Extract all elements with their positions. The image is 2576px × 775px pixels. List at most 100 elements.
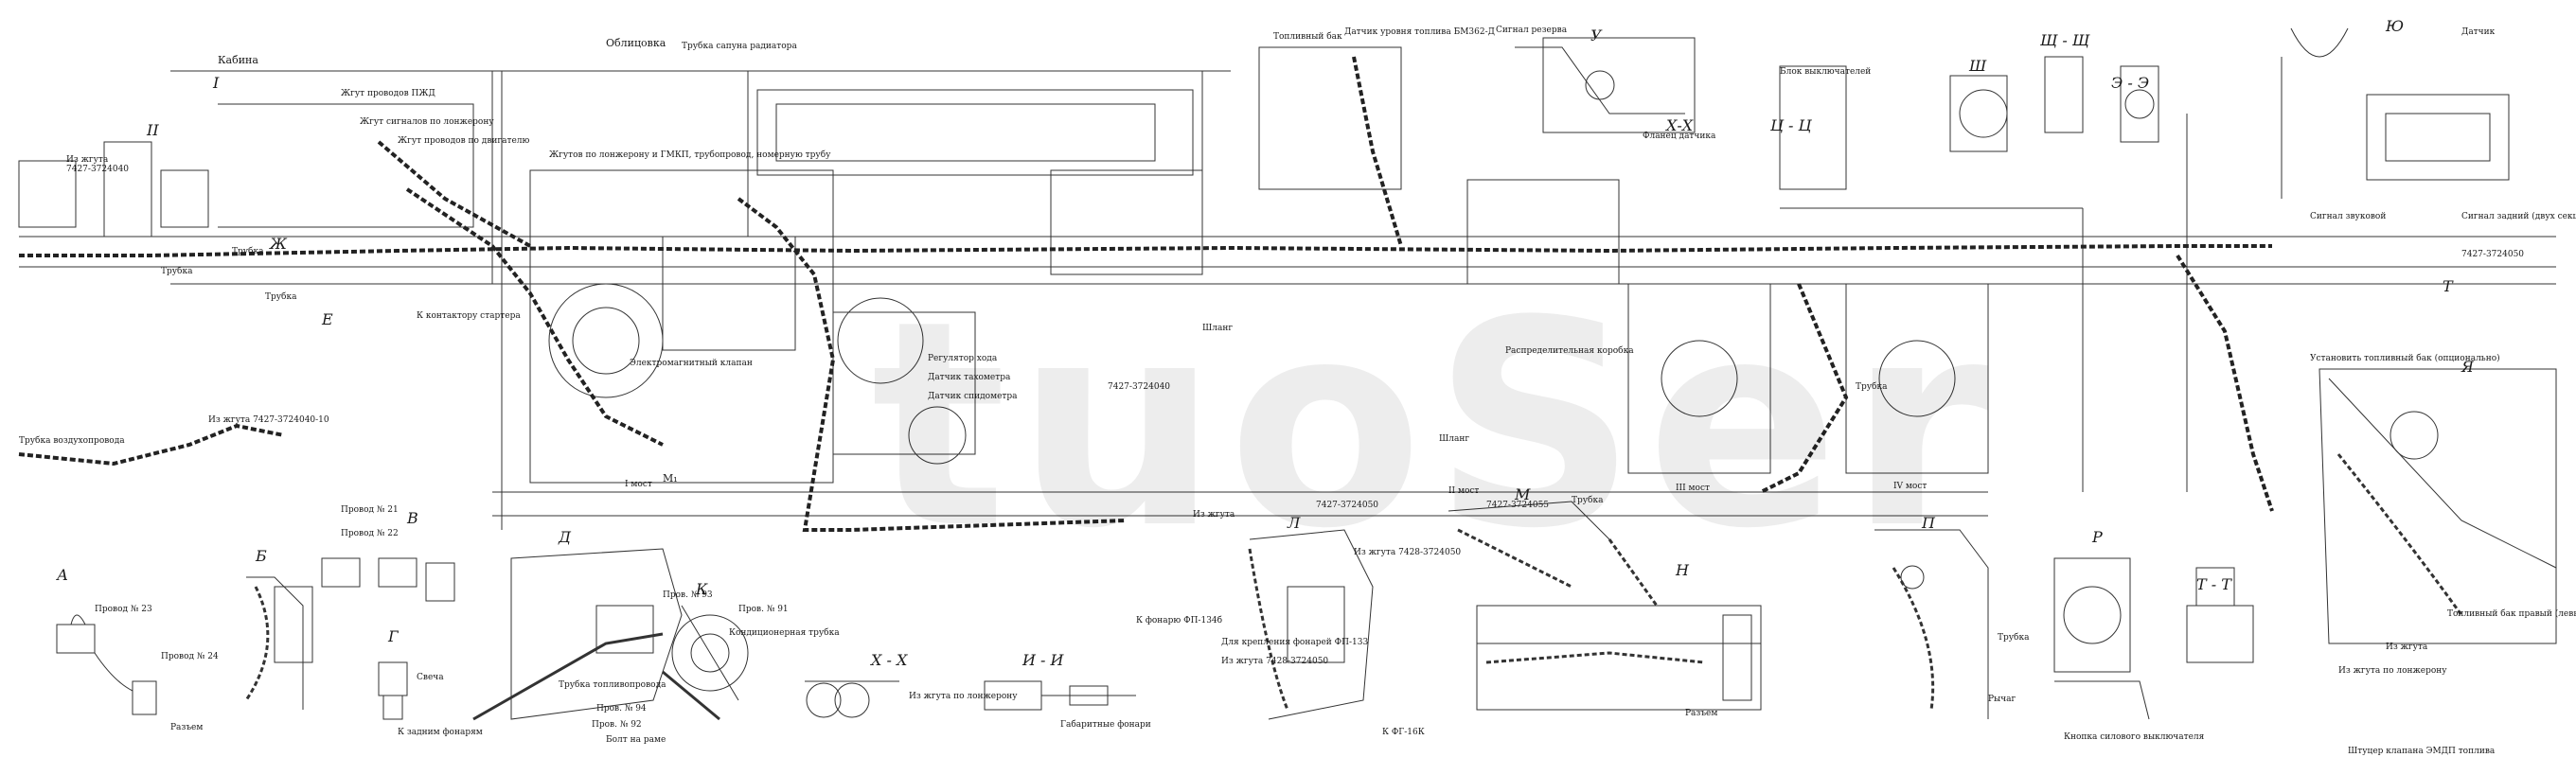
- label-fuel-tank-2: Топливный бак правый (левый см.вид): [2447, 609, 2576, 619]
- label-distributor-box: Распределительная коробка: [1505, 346, 1634, 356]
- section-TT: Т - Т: [2196, 575, 2231, 593]
- view-N: [1476, 605, 1762, 711]
- label-tube-1: Трубка: [232, 247, 264, 256]
- view-G: [378, 661, 408, 720]
- label-harness-engine: Жгут проводов по двигателю: [398, 136, 530, 146]
- label-wire-91: Пров. № 91: [738, 605, 789, 614]
- label-mark-iv: IV мост: [1893, 482, 1928, 491]
- label-harness-frame: Жгутов по лонжерону и ГМКП, трубопровод,…: [549, 150, 831, 160]
- label-code-2: 7427-3724040: [1108, 382, 1171, 392]
- pzd-harness: [377, 140, 531, 248]
- view-V: [321, 557, 455, 602]
- label-conditioner-pipe: Кондиционерная трубка: [729, 628, 840, 638]
- axle-outlines: [1050, 169, 1989, 474]
- label-rear-lights: Сигнал задний (двух секционный): [2461, 212, 2576, 221]
- label-from-harness-3: Из жгута: [1193, 510, 1235, 520]
- label-code-1: 7427-3724040: [66, 165, 130, 174]
- label-p-lever: Рычаг: [1988, 695, 2016, 704]
- section-G: Г: [388, 627, 399, 645]
- section-CC: Ц - Ц: [1770, 116, 1812, 134]
- label-tube-2: Трубка: [161, 267, 193, 276]
- label-mark-ii: II мост: [1448, 486, 1480, 496]
- chassis-frame: [19, 70, 2556, 530]
- label-harness-pzd: Жгут проводов ПЖД: [341, 89, 435, 98]
- label-candle: Свеча: [417, 673, 444, 682]
- label-tube-4: Трубка: [1856, 382, 1888, 392]
- section-K: К: [696, 580, 708, 598]
- section-N: Н: [1676, 561, 1689, 579]
- view-U: [1515, 37, 1696, 133]
- label-x-clamp: К ФГ-16К: [1382, 728, 1425, 737]
- label-harness-lights: Жгут сигналов по лонжерону: [360, 117, 494, 127]
- view-B: [244, 576, 313, 710]
- label-shtuzer: Штуцер клапана ЭМДП топлива: [2348, 747, 2496, 756]
- label-code-3: 7427-3724050: [1316, 501, 1379, 510]
- label-to-x-harness: Из жгута по лонжерону: [909, 692, 1018, 701]
- label-sensor-flange: Фланец датчика: [1643, 132, 1716, 141]
- label-fuel-tank: Топливный бак: [1273, 32, 1342, 42]
- section-U: У: [1590, 26, 1602, 44]
- cabin-outline: [170, 70, 493, 285]
- label-wire-21: Провод № 21: [341, 505, 399, 515]
- view-D: [472, 548, 683, 721]
- rear-harness: [1760, 283, 1849, 494]
- section-EE: Э - Э: [2111, 74, 2150, 92]
- label-to-headlamp: К задним фонарям: [398, 728, 483, 737]
- label-tube-5: Трубка: [1572, 496, 1604, 505]
- label-tach-sensor: Датчик тахометра: [928, 373, 1011, 382]
- view-I-left: [18, 141, 209, 238]
- main-harness: [19, 244, 2272, 257]
- label-wire-94: Пров. № 94: [596, 704, 647, 713]
- section-P: П: [1922, 514, 1935, 532]
- section-R: Р: [2092, 528, 2103, 546]
- section-L: Л: [1288, 514, 1301, 532]
- label-front-lamps: Для крепления фонарей ФП-133: [1221, 638, 1369, 647]
- label-radiator-pipe: Трубка сапуна радиатора: [682, 42, 797, 51]
- watermark: tuoSer: [871, 260, 1999, 590]
- section-XX2: Х - Х: [871, 651, 908, 669]
- label-from-harness-4: Из жгута 7428-3724050: [1354, 548, 1462, 557]
- section-II2: И - И: [1022, 651, 1064, 669]
- left-tube: [18, 423, 285, 467]
- label-connector: Разъем: [170, 723, 204, 732]
- label-reserve-signal: Сигнал резерва: [1496, 26, 1568, 35]
- label-from-harness-2: Из жгута 7427-3724040-10: [208, 415, 329, 425]
- view-Yu: [2281, 27, 2510, 199]
- label-p-tube: Трубка: [1998, 633, 2030, 643]
- label-mark-m1: M₁: [663, 472, 678, 484]
- view-sections-top: [1258, 46, 2159, 190]
- section-Yu: Ю: [2386, 17, 2405, 35]
- view-R: [2053, 557, 2150, 720]
- label-wire-93: Пров. № 93: [663, 590, 713, 600]
- view-M: [1448, 501, 1659, 607]
- label-wire-23: Провод № 23: [95, 605, 152, 614]
- section-XX: Х-Х: [1666, 116, 1694, 134]
- label-right-sensor: Датчик: [2461, 27, 2496, 37]
- view-L: [1248, 529, 1374, 720]
- label-hose-2: Шланг: [1439, 434, 1470, 444]
- right-harness: [2176, 254, 2274, 512]
- label-electromagnetic-valve: Электромагнитный клапан: [630, 359, 753, 368]
- view-XX-bottom: [805, 680, 899, 718]
- label-from-harness-5: Из жгута: [2386, 643, 2428, 652]
- label-p-bracket: Кнопка силового выключателя: [2064, 732, 2205, 742]
- label-fuel-sensor: Датчик уровня топлива БМ362-Д: [1344, 27, 1495, 37]
- label-air-tube: Трубка воздухопровода: [19, 436, 125, 446]
- view-TT: [2186, 567, 2254, 663]
- label-from-harness-6: Из жгута 7428-3724050: [1221, 657, 1329, 666]
- section-ShSh: Щ - Щ: [2040, 31, 2090, 49]
- section-D: Д: [559, 528, 572, 546]
- label-from-harness-1: Из жгута: [66, 155, 109, 165]
- fuel-sensor-harness: [1352, 56, 1403, 247]
- section-I: I: [213, 74, 220, 92]
- label-from-harness-7: Из жгута по лонжерону: [2338, 666, 2447, 676]
- label-battery-block: Блок выключателей: [1780, 67, 1872, 77]
- engine-block: [529, 169, 976, 484]
- section-Sh: Ш: [1969, 57, 1987, 75]
- label-wire-92: Пров. № 92: [592, 720, 642, 730]
- view-A: [56, 614, 157, 715]
- view-II-bottom: [984, 680, 1136, 711]
- label-cabin: Кабина: [218, 54, 258, 66]
- label-marker-lamps: Габаритные фонари: [1060, 720, 1151, 730]
